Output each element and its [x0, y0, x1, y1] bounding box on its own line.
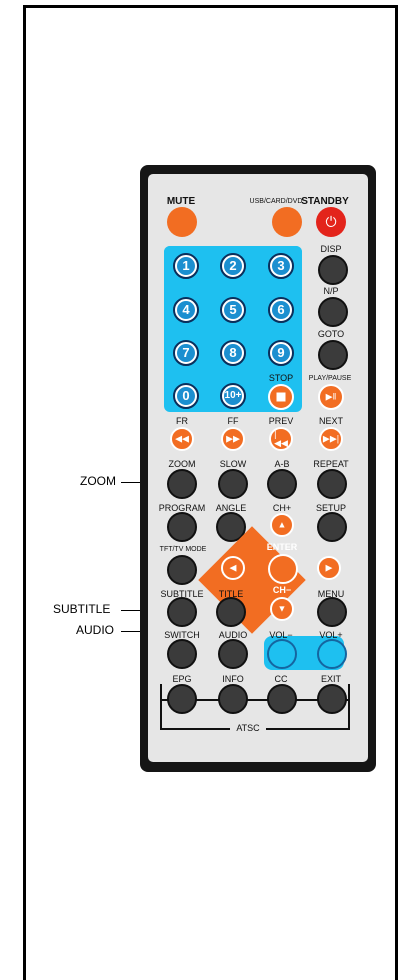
label-atsc: ATSC [236, 723, 259, 733]
label-next: NEXT [319, 416, 343, 426]
vol-minus-button[interactable] [267, 639, 297, 669]
atsc-bottom-right [266, 728, 350, 730]
label-zoom: ZOOM [169, 459, 196, 469]
rewind-icon: ◀◀ [175, 435, 189, 444]
exit-button[interactable] [317, 684, 347, 714]
digit-0-button[interactable]: 0 [173, 383, 199, 409]
arrow-left-icon: ◀ [230, 564, 237, 573]
label-exit: EXIT [321, 674, 341, 684]
label-mute: MUTE [167, 196, 195, 207]
enter-button[interactable] [268, 554, 298, 584]
goto-button[interactable] [318, 340, 348, 370]
disp-button[interactable] [318, 255, 348, 285]
label-prev: PREV [269, 416, 294, 426]
label-cc: CC [275, 674, 288, 684]
arrow-up-icon: ▲ [278, 521, 287, 530]
skip-forward-icon: ▶▶| [323, 435, 339, 444]
audio-button[interactable] [218, 639, 248, 669]
vol-plus-button[interactable] [317, 639, 347, 669]
callout-audio: AUDIO [76, 623, 114, 637]
standby-button[interactable]: ⏻ [316, 207, 346, 237]
setup-button[interactable] [317, 512, 347, 542]
tft-tv-mode-button[interactable] [167, 555, 197, 585]
next-button[interactable]: ▶▶| [319, 427, 343, 451]
dpad [192, 520, 312, 640]
cc-button[interactable] [267, 684, 297, 714]
play-pause-icon: ▶‖ [326, 393, 337, 402]
slow-button[interactable] [218, 469, 248, 499]
label-slow: SLOW [220, 459, 247, 469]
label-ff: FF [228, 416, 239, 426]
subtitle-button[interactable] [167, 597, 197, 627]
repeat-button[interactable] [317, 469, 347, 499]
label-ab: A-B [274, 459, 289, 469]
label-enter: ENTER [267, 542, 298, 552]
label-disp: DISP [320, 244, 341, 254]
menu-button[interactable] [317, 597, 347, 627]
skip-back-icon: |◀◀ [274, 430, 288, 448]
label-standby: STANDBY [301, 196, 349, 207]
ab-button[interactable] [267, 469, 297, 499]
atsc-bracket-left [160, 684, 162, 730]
epg-button[interactable] [167, 684, 197, 714]
digit-8-button[interactable]: 8 [220, 340, 246, 366]
arrow-right-icon: ▶ [326, 564, 333, 573]
label-usb: USB/CARD/DVD [250, 198, 303, 205]
prev-button[interactable]: |◀◀ [269, 427, 293, 451]
ch-plus-button[interactable]: ▲ [270, 513, 294, 537]
digit-4-button[interactable]: 4 [173, 297, 199, 323]
label-np: N/P [323, 286, 338, 296]
fr-button[interactable]: ◀◀ [170, 427, 194, 451]
switch-button[interactable] [167, 639, 197, 669]
label-repeat: REPEAT [313, 459, 348, 469]
label-tft-tv-mode: TFT/TV MODE [160, 546, 207, 553]
label-fr: FR [176, 416, 188, 426]
digit-1-button[interactable]: 1 [173, 253, 199, 279]
arrow-down-icon: ▼ [278, 605, 287, 614]
digit-2-button[interactable]: 2 [220, 253, 246, 279]
digit-9-button[interactable]: 9 [268, 340, 294, 366]
label-ch-plus: CH+ [273, 503, 291, 513]
digit-6-button[interactable]: 6 [268, 297, 294, 323]
digit-7-button[interactable]: 7 [173, 340, 199, 366]
label-goto: GOTO [318, 329, 344, 339]
play-pause-button[interactable]: ▶‖ [318, 384, 344, 410]
zoom-button[interactable] [167, 469, 197, 499]
title-button[interactable] [216, 597, 246, 627]
callout-subtitle: SUBTITLE [53, 602, 110, 616]
label-ch-minus: CH− [273, 585, 291, 595]
mute-button[interactable] [167, 207, 197, 237]
label-stop: STOP [269, 373, 293, 383]
left-button[interactable]: ◀ [221, 556, 245, 580]
label-epg: EPG [172, 674, 191, 684]
atsc-bracket-right [348, 684, 350, 730]
right-button[interactable]: ▶ [317, 556, 341, 580]
ff-button[interactable]: ▶▶ [221, 427, 245, 451]
fast-forward-icon: ▶▶ [226, 435, 240, 444]
info-button[interactable] [218, 684, 248, 714]
stop-icon [277, 393, 286, 402]
stop-button[interactable] [268, 384, 294, 410]
label-play-pause: PLAY/PAUSE [309, 375, 352, 382]
digit-10plus-button[interactable]: 10+ [220, 383, 246, 409]
callout-zoom: ZOOM [80, 474, 116, 488]
label-info: INFO [222, 674, 244, 684]
digit-5-button[interactable]: 5 [220, 297, 246, 323]
digit-3-button[interactable]: 3 [268, 253, 294, 279]
power-icon: ⏻ [325, 218, 336, 227]
ch-minus-button[interactable]: ▼ [270, 597, 294, 621]
usb-card-dvd-button[interactable] [272, 207, 302, 237]
atsc-bottom-left [160, 728, 230, 730]
np-button[interactable] [318, 297, 348, 327]
